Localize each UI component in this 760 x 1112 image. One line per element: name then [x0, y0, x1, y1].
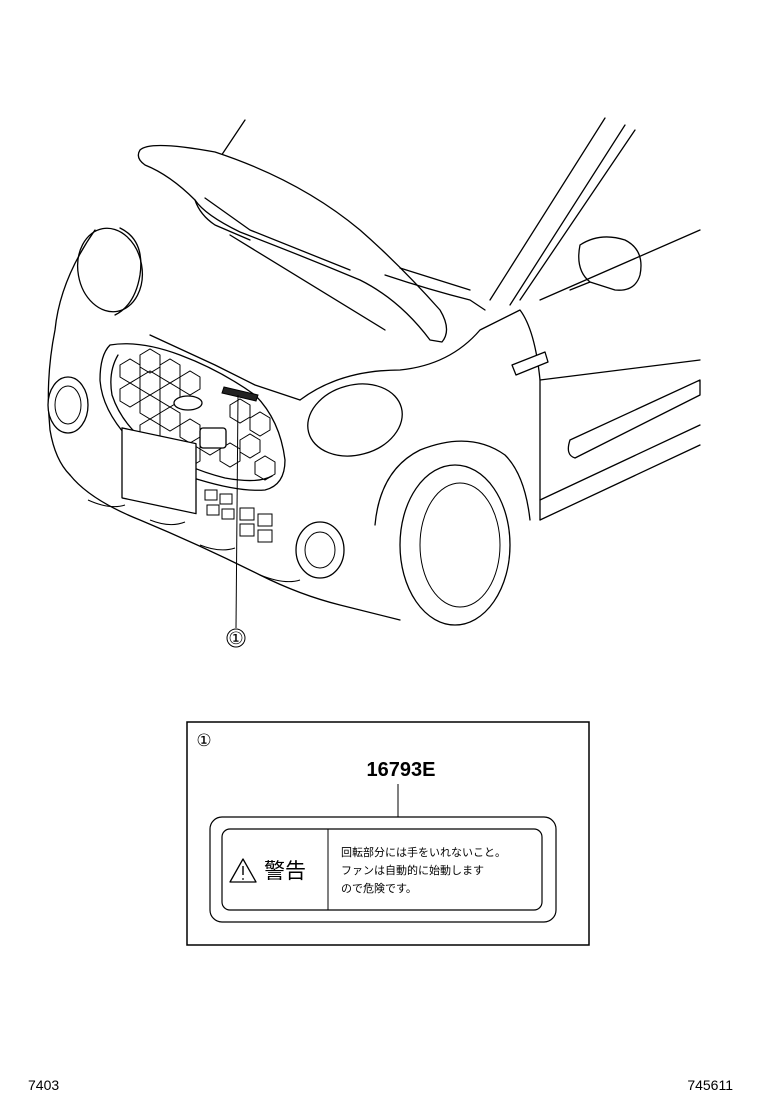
open-hood [137, 144, 448, 343]
left-headlamp [77, 227, 143, 313]
bumper-vents [204, 489, 273, 543]
license-plate [121, 427, 197, 515]
detail-callout-number: ① [196, 731, 211, 751]
warning-triangle-icon [229, 858, 257, 883]
warning-line-2: ファンは自動的に始動します [341, 863, 484, 877]
footer-left-code: 7403 [28, 1077, 59, 1093]
left-fog-lamp [47, 376, 89, 434]
side-marker [511, 351, 549, 376]
part-number: 16793E [367, 759, 436, 781]
label-location [221, 386, 259, 402]
footer-right-code: 745611 [687, 1077, 733, 1093]
car-illustration [47, 117, 701, 626]
right-headlamp [307, 383, 403, 457]
warning-line-3: ので危険です。 [341, 882, 417, 895]
warning-label-inner [221, 828, 543, 911]
front-tire [399, 464, 511, 626]
right-fog-lamp [295, 521, 345, 579]
grille-sensor [199, 427, 227, 449]
callout-leader [235, 394, 239, 629]
emblem [173, 395, 203, 411]
warning-line-1: 回転部分には手をいれないこと。 [341, 845, 506, 859]
warning-title: 警告 [264, 859, 306, 883]
callout-number: ① [228, 629, 243, 649]
callout-marker [226, 628, 246, 648]
